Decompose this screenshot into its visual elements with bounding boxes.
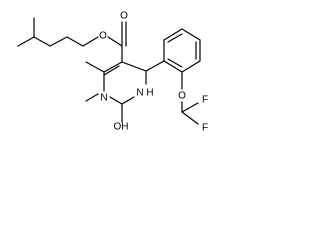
bond	[109, 96, 123, 105]
ring-nitrogen-label: N	[136, 88, 143, 99]
molecule-structure-diagram: O O N N H OH O F F	[17, 11, 208, 134]
bond	[85, 61, 105, 73]
bond	[49, 36, 68, 47]
bond	[103, 61, 123, 73]
bond	[163, 28, 183, 41]
bond	[66, 36, 84, 47]
ester-oxygen-label: O	[99, 31, 107, 42]
bond	[103, 65, 120, 76]
bond	[181, 102, 199, 113]
bond	[121, 96, 135, 105]
bond	[85, 93, 99, 102]
bond	[181, 28, 201, 41]
bond	[82, 36, 99, 47]
ether-oxygen-label: O	[178, 91, 186, 102]
bonds	[17, 17, 201, 125]
bond	[33, 36, 51, 47]
bond	[181, 60, 201, 73]
ring-nitrogen-label: N	[100, 93, 107, 104]
bond	[145, 60, 165, 72]
nh-hydrogen-label: H	[146, 88, 153, 99]
bond	[17, 36, 35, 47]
bond	[167, 33, 183, 43]
fluorine-label: F	[202, 123, 208, 134]
bond	[107, 36, 123, 47]
atom-labels: O O N N H OH O F F	[99, 11, 208, 134]
carbonyl-oxygen-label: O	[120, 11, 128, 22]
bond	[181, 111, 199, 125]
hydroxyl-label: OH	[114, 122, 129, 133]
fluorine-label: F	[202, 95, 208, 106]
bond	[167, 58, 183, 68]
bond	[163, 60, 183, 73]
bond	[121, 61, 147, 72]
